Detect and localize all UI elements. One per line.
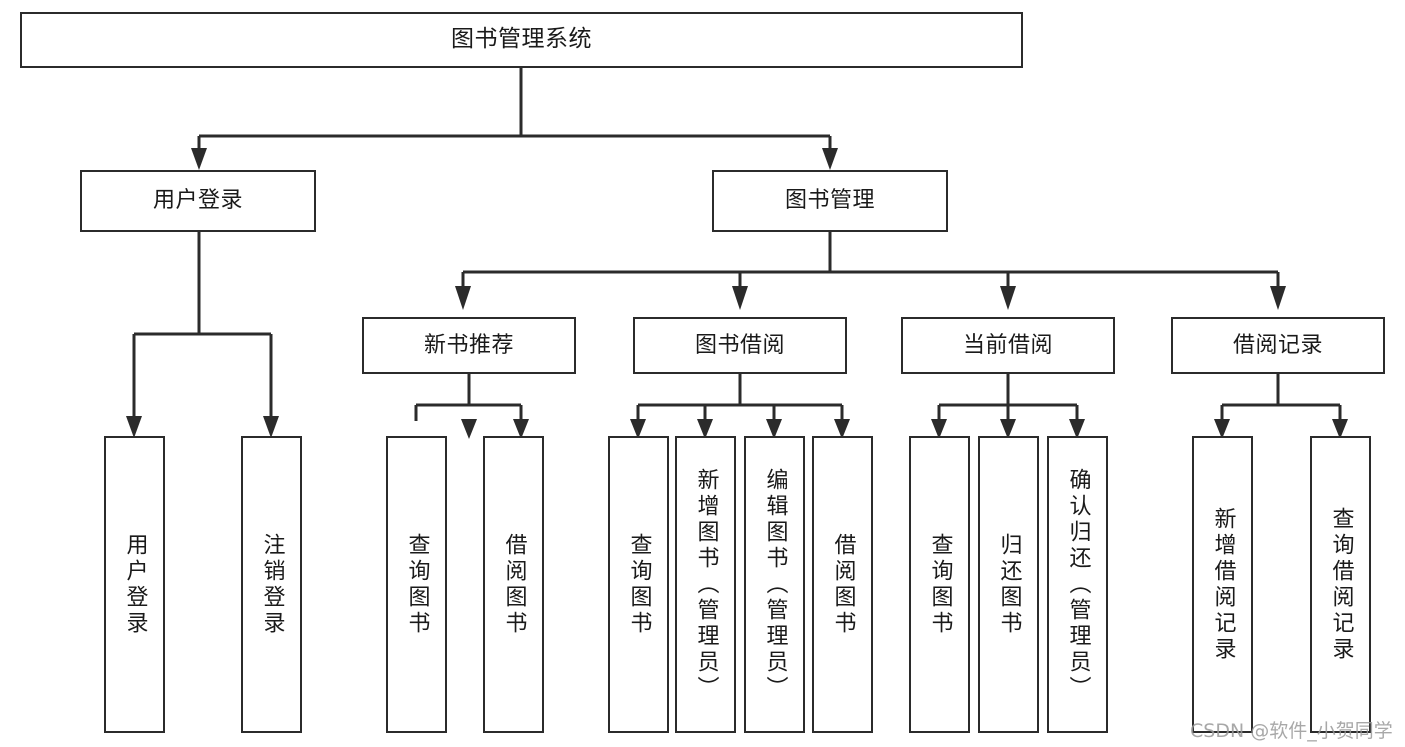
leaf-confirm-return-label: 确认归还（管理员） <box>1065 467 1091 702</box>
leaf-query-book-3-label: 查询图书 <box>927 532 953 637</box>
node-user-login[interactable]: 用户登录 <box>80 170 316 232</box>
leaf-query-book-1-label: 查询图书 <box>404 532 430 637</box>
node-current-borrow-label: 当前借阅 <box>962 332 1053 358</box>
leaf-query-book-2-label: 查询图书 <box>626 532 652 637</box>
node-root[interactable]: 图书管理系统 <box>20 12 1023 68</box>
leaf-query-book-1[interactable]: 查询图书 <box>386 436 447 733</box>
node-borrow-record[interactable]: 借阅记录 <box>1171 317 1385 374</box>
leaf-return-book-label: 归还图书 <box>996 532 1022 637</box>
leaf-return-book[interactable]: 归还图书 <box>978 436 1039 733</box>
leaf-confirm-return[interactable]: 确认归还（管理员） <box>1047 436 1108 733</box>
leaf-user-login-label: 用户登录 <box>122 532 148 637</box>
leaf-borrow-book-1-label: 借阅图书 <box>501 532 527 637</box>
node-root-label: 图书管理系统 <box>451 26 592 53</box>
leaf-edit-book[interactable]: 编辑图书（管理员） <box>744 436 805 733</box>
leaf-borrow-book-2-label: 借阅图书 <box>830 532 856 637</box>
leaf-logout-login[interactable]: 注销登录 <box>241 436 302 733</box>
leaf-borrow-book-2[interactable]: 借阅图书 <box>812 436 873 733</box>
leaf-add-book[interactable]: 新增图书（管理员） <box>675 436 736 733</box>
node-book-management-label: 图书管理 <box>784 188 875 214</box>
leaf-logout-login-label: 注销登录 <box>259 532 285 637</box>
node-new-book-recommend-label: 新书推荐 <box>423 332 514 358</box>
leaf-query-borrow-record[interactable]: 查询借阅记录 <box>1310 436 1371 733</box>
node-borrow-record-label: 借阅记录 <box>1232 332 1323 358</box>
leaf-edit-book-label: 编辑图书（管理员） <box>762 467 788 702</box>
leaf-add-book-label: 新增图书（管理员） <box>693 467 719 702</box>
arrowheads <box>126 148 1348 439</box>
leaf-add-borrow-record[interactable]: 新增借阅记录 <box>1192 436 1253 733</box>
node-user-login-label: 用户登录 <box>152 188 243 214</box>
leaf-user-login[interactable]: 用户登录 <box>104 436 165 733</box>
leaf-query-book-2[interactable]: 查询图书 <box>608 436 669 733</box>
node-new-book-recommend[interactable]: 新书推荐 <box>362 317 576 374</box>
node-book-borrow-label: 图书借阅 <box>694 332 785 358</box>
node-current-borrow[interactable]: 当前借阅 <box>901 317 1115 374</box>
leaf-query-borrow-record-label: 查询借阅记录 <box>1328 506 1354 663</box>
node-book-management[interactable]: 图书管理 <box>712 170 948 232</box>
leaf-add-borrow-record-label: 新增借阅记录 <box>1210 506 1236 663</box>
node-book-borrow[interactable]: 图书借阅 <box>633 317 847 374</box>
leaf-borrow-book-1[interactable]: 借阅图书 <box>483 436 544 733</box>
leaf-query-book-3[interactable]: 查询图书 <box>909 436 970 733</box>
